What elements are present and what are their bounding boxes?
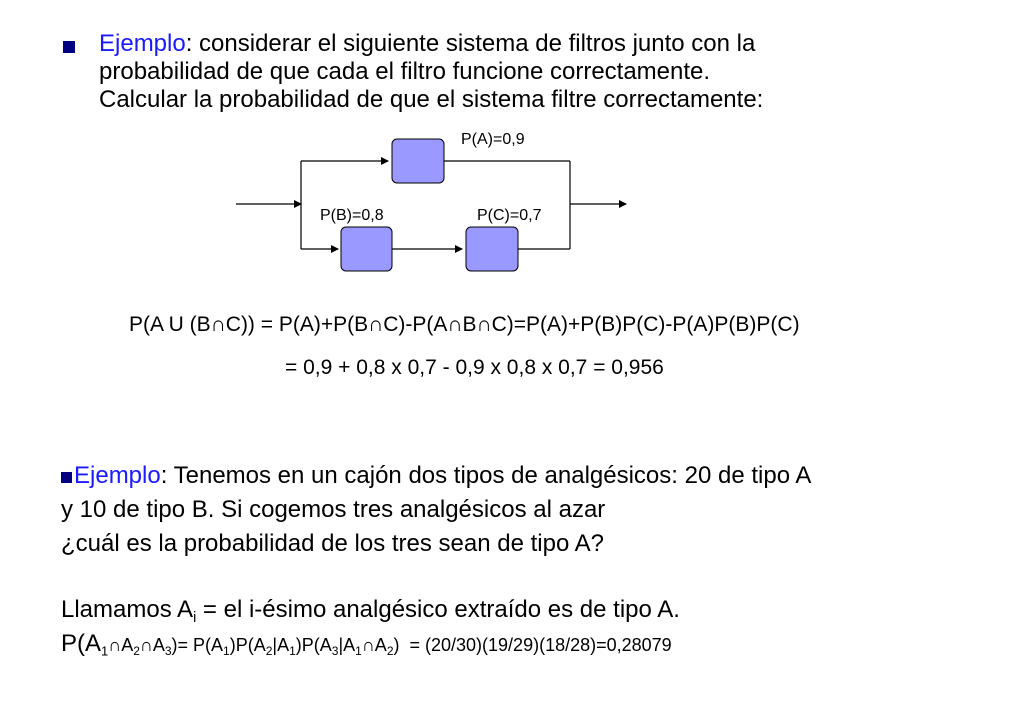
example2-keyword: Ejemplo	[74, 462, 161, 489]
bullet-icon	[63, 41, 75, 53]
formula-line1: P(A U (B∩C)) = P(A)+P(B∩C)-P(A∩B∩C)=P(A)…	[129, 313, 800, 336]
example1-line2: probabilidad de que cada el filtro funci…	[99, 58, 711, 85]
example2-line2: y 10 de tipo B. Si cogemos tres analgési…	[61, 496, 606, 523]
filter-box-b	[340, 226, 393, 272]
filter-diagram	[236, 138, 627, 272]
formula-line2: = 0,9 + 0,8 x 0,7 - 0,9 x 0,8 x 0,7 = 0,…	[285, 356, 664, 379]
example1-text: Ejemplo: considerar el siguiente sistema…	[99, 30, 999, 114]
filter-box-a	[391, 138, 445, 184]
bullet-icon	[61, 472, 72, 483]
label-pb: P(B)=0,8	[320, 207, 384, 224]
example2-text: Ejemplo: Tenemos en un cajón dos tipos d…	[61, 459, 1001, 561]
result-line: P(A1∩A2∩A3)= P(A1)P(A2|A1)P(A3|A1∩A2)= (…	[61, 630, 672, 659]
example1-keyword: Ejemplo	[99, 30, 186, 57]
example2-line3: ¿cuál es la probabilidad de los tres sea…	[61, 530, 605, 557]
definition-line: Llamamos Ai = el i-ésimo analgésico extr…	[61, 596, 680, 627]
filter-box-c	[465, 226, 519, 272]
example1-line3: Calcular la probabilidad de que el siste…	[99, 86, 764, 113]
label-pc: P(C)=0,7	[477, 207, 542, 224]
example1-line1: Ejemplo: considerar el siguiente sistema…	[99, 30, 756, 57]
label-pa: P(A)=0,9	[461, 131, 525, 148]
example2-line1: Ejemplo: Tenemos en un cajón dos tipos d…	[61, 459, 1001, 493]
